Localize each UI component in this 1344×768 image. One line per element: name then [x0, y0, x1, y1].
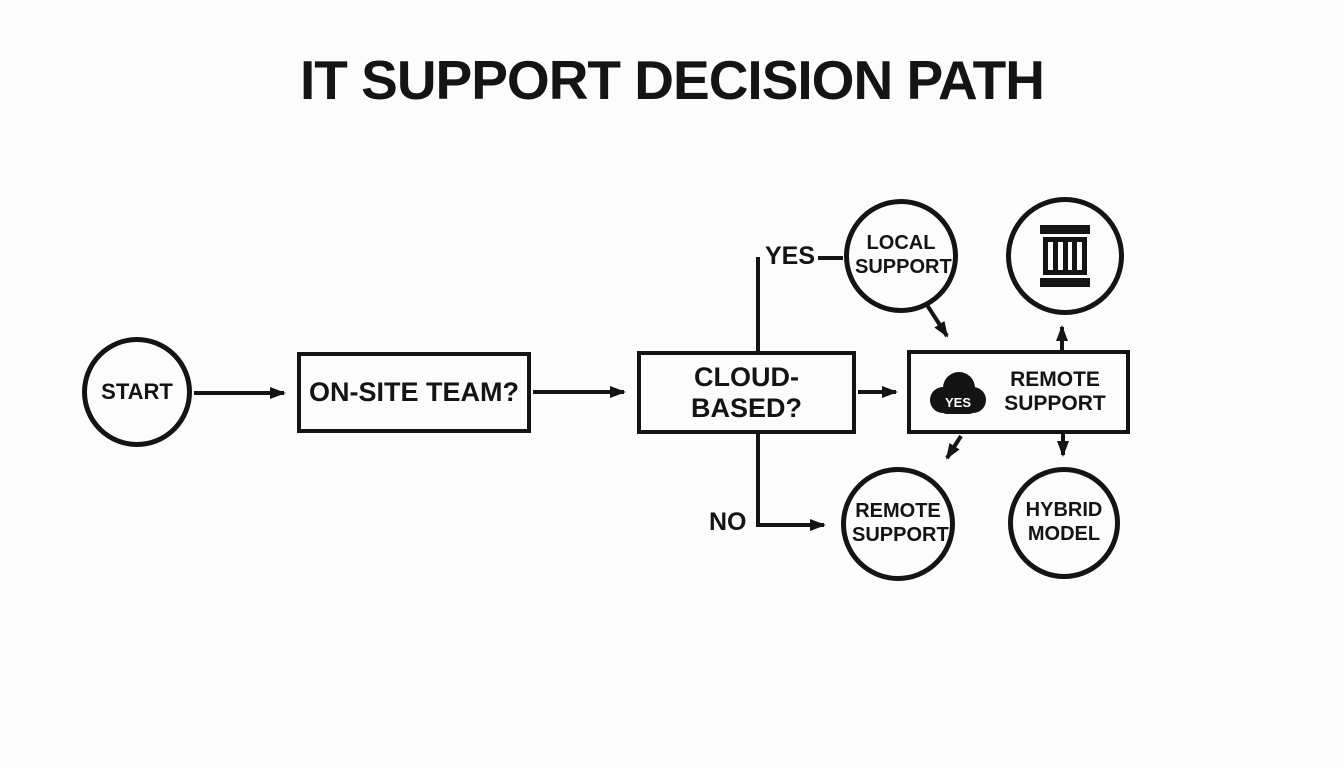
cloud-badge-label: YES — [945, 395, 971, 410]
node-local-support-label: LOCAL SUPPORT — [855, 232, 952, 278]
edge-label-no: NO — [709, 508, 747, 536]
node-datacenter — [1006, 197, 1124, 315]
node-remote-support-circle: REMOTE SUPPORT — [841, 467, 955, 581]
node-remote-support-box: YES REMOTE SUPPORT — [907, 350, 1130, 434]
node-onsite-team-label: ON-SITE TEAM? — [309, 377, 519, 407]
node-start: START — [82, 337, 192, 447]
edge-local-remotebox — [925, 303, 949, 338]
cloud-icon: YES — [930, 372, 986, 414]
node-hybrid-model-label: HYBRID MODEL — [1025, 499, 1103, 545]
node-start-label: START — [101, 379, 173, 405]
node-cloud-based: CLOUD-BASED? — [637, 351, 856, 434]
edge-remotebox-remote — [945, 434, 963, 460]
edge-label-yes: YES — [765, 242, 816, 270]
node-hybrid-model: HYBRID MODEL — [1008, 467, 1120, 579]
node-cloud-based-label: CLOUD-BASED? — [690, 361, 802, 423]
server-rack-icon — [1040, 225, 1090, 287]
page-title: IT SUPPORT DECISION PATH — [299, 49, 1045, 111]
node-local-support: LOCAL SUPPORT — [844, 199, 958, 313]
node-remote-support-circle-label: REMOTE SUPPORT — [852, 500, 949, 546]
node-onsite-team: ON-SITE TEAM? — [297, 352, 531, 433]
edge-cloud-no-remote — [756, 434, 826, 531]
node-remote-support-box-label: REMOTE SUPPORT — [1004, 367, 1106, 415]
